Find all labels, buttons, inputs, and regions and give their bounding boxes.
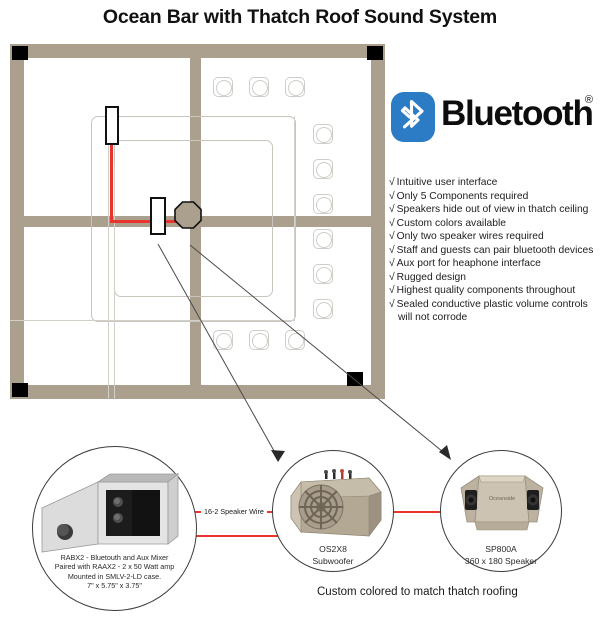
registered-mark: ® [584,94,593,106]
caption-line: Paired with RAAX2 - 2 x 50 Watt amp [54,562,175,572]
feature-label: Only two speaker wires required [396,231,544,242]
feature-label: Aux port for heaphone interface [396,258,541,269]
stool [313,229,333,249]
feature-item: √Staff and guests can pair bluetooth dev… [389,244,599,258]
stool [313,194,333,214]
octagon-speaker-icon [174,201,202,229]
floorplan-subwoofer[interactable] [150,197,166,235]
check-icon: √ [389,217,395,229]
caption-line: RABX2 - Bluetouth and Aux Mixer [60,553,169,562]
check-icon: √ [389,258,395,269]
check-icon: √ [389,204,395,215]
caption-line: SP800A [485,544,517,554]
corner-post-bottom-right [347,372,363,386]
floorplan-speaker[interactable] [174,201,202,229]
feature-label: Custom colors available [396,217,506,229]
feature-item: √Sealed conductive plastic volume contro… [389,298,599,312]
interconnect-wire-right [383,511,490,513]
bluetooth-icon [391,92,435,142]
caption-line: 360 x 180 Speaker [464,555,538,566]
stool [313,124,333,144]
check-icon: √ [389,190,395,202]
check-icon: √ [389,244,395,256]
stool [285,77,305,97]
bar-guide-right [294,116,295,321]
footnote: Custom colored to match thatch roofing [317,586,518,598]
feature-label: Rugged design [396,271,466,283]
mixer-product-image [41,473,180,553]
stool [285,330,305,350]
caption-line: Mounted in SMLV-2-LD case. [67,571,162,581]
wire-label: 16-2 Speaker Wire [201,507,267,516]
bar-guide-vertical-b [114,164,115,399]
feature-item: √Rugged design [389,271,599,285]
caption-line: Subwoofer [312,555,354,566]
stool [313,159,333,179]
speaker-product-image: Oceanside [460,475,544,531]
feature-label: Highest quality components throughout [396,285,576,296]
stool [249,77,269,97]
product-caption-mixer: RABX2 - Bluetouth and Aux Mixer Paired w… [32,553,197,591]
page-title: Ocean Bar with Thatch Roof Sound System [102,6,498,28]
speaker-wire-horizontal [110,220,182,223]
bar-guide-horizontal [10,320,294,321]
feature-item: √Intuitive user interface [389,176,599,190]
corner-post-top-right [367,46,383,60]
check-icon: √ [389,177,395,188]
speaker-badge: Oceanside [489,496,515,502]
feature-item: √Only two speaker wires required [389,230,599,244]
stool [313,264,333,284]
product-caption-subwoofer: OS2X8 Subwoofer [272,544,394,567]
stool [249,330,269,350]
caption-line: 7" x 5.75" x 3.75" [87,581,142,591]
floorplan-mixer[interactable] [105,106,119,145]
interconnect-wire-bottom-left [178,535,288,537]
check-icon: √ [389,285,395,296]
feature-label: Intuitive user interface [396,177,498,188]
feature-item: √Speakers hide out of view in thatch cei… [389,203,599,217]
feature-label: Staff and guests can pair bluetooth devi… [396,244,594,256]
speaker-wire-vertical [110,142,113,223]
check-icon: √ [389,298,395,310]
product-caption-speaker: SP800A 360 x 180 Speaker [440,544,562,567]
feature-item: √Aux port for heaphone interface [389,257,599,271]
bluetooth-brand: Bluetooth ® [391,92,594,144]
stool [313,299,333,319]
bar-guide-vertical-a [108,140,109,399]
feature-item-continuation: will not corrode [398,312,468,323]
floor-plan [10,44,385,399]
feature-item: √Only 5 Components required [389,190,599,204]
stool [213,330,233,350]
feature-item: √Highest quality components throughout [389,284,599,298]
feature-label: Only 5 Components required [396,190,529,202]
check-icon: √ [389,271,395,283]
check-icon: √ [389,231,395,242]
feature-label: Speakers hide out of view in thatch ceil… [396,204,589,215]
corner-post-top-left [12,46,28,60]
bluetooth-wordmark: Bluetooth [441,94,594,133]
feature-label: Sealed conductive plastic volume control… [396,298,588,310]
caption-line: OS2X8 [319,544,347,554]
feature-item: √Custom colors available [389,217,599,231]
feature-list: √Intuitive user interface √Only 5 Compon… [389,176,599,325]
stool [213,77,233,97]
subwoofer-product-image [290,469,382,537]
corner-post-bottom-left [12,383,28,397]
